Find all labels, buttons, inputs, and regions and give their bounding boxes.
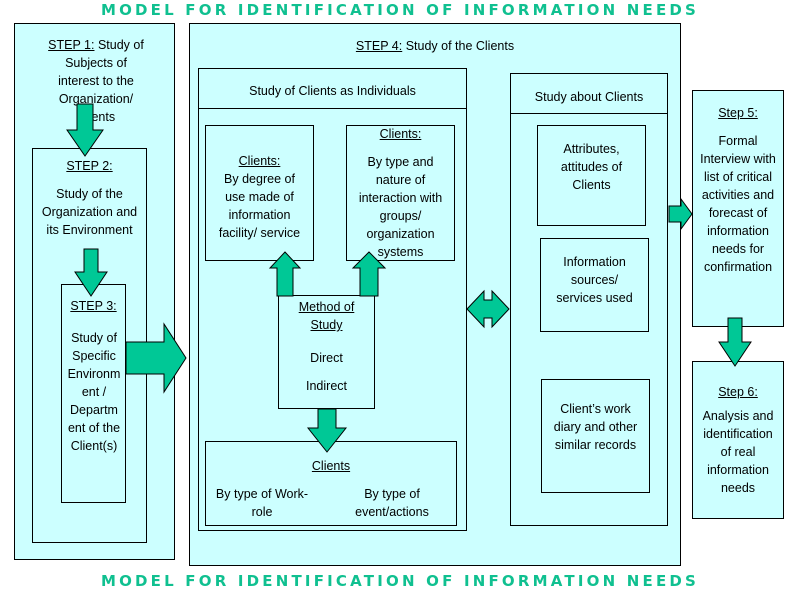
individuals-header: Study of Clients as Individuals xyxy=(199,69,466,109)
method-indirect: Indirect xyxy=(306,379,347,393)
clients-interaction-box: Clients: By type and nature of interacti… xyxy=(346,125,455,261)
clients-interaction-title: Clients: xyxy=(379,127,422,141)
step3-description: Study of Specific Environm ent / Departm… xyxy=(67,331,121,453)
attributes-text: Attributes, attitudes of Clients xyxy=(560,142,623,192)
about-clients-header: Study about Clients xyxy=(511,74,667,114)
step6-label: Step 6: xyxy=(718,385,758,399)
step1-text: STEP 1: Study of Subjects of interest to… xyxy=(43,36,149,126)
arrow-step4-to-step5 xyxy=(668,197,693,231)
step5-box: Step 5: Formal Interview with list of cr… xyxy=(692,90,784,327)
diagram-title-top: MODEL FOR IDENTIFICATION OF INFORMATION … xyxy=(100,1,700,19)
step5-description: Formal Interview with list of critical a… xyxy=(700,134,776,274)
arrow-method-to-clients-degree xyxy=(268,251,302,297)
step2-label: STEP 2: xyxy=(66,159,113,173)
method-title: Method of Study xyxy=(298,300,355,332)
method-of-study-box: Method of Study Direct Indirect xyxy=(278,295,375,409)
step6-description: Analysis and identification of real info… xyxy=(702,409,774,495)
clients-degree-title: Clients: xyxy=(238,154,281,168)
work-diary-box: Client’s work diary and other similar re… xyxy=(541,379,650,493)
arrow-method-to-clients-types xyxy=(306,408,348,453)
clients-event-actions: By type of event/actions xyxy=(355,487,429,519)
clients-work-role: By type of Work-role xyxy=(215,487,309,519)
clients-degree-text: By degree of use made of information fac… xyxy=(218,172,301,240)
clients-types-title: Clients xyxy=(311,459,351,473)
method-direct: Direct xyxy=(310,351,343,365)
information-sources-box: Information sources/ services used xyxy=(540,238,649,332)
attributes-box: Attributes, attitudes of Clients xyxy=(537,125,646,226)
step3-label: STEP 3: xyxy=(70,299,117,313)
work-diary-text: Client’s work diary and other similar re… xyxy=(553,402,638,452)
step6-box: Step 6: Analysis and identification of r… xyxy=(692,361,784,519)
clients-interaction-text: By type and nature of interaction with g… xyxy=(358,155,443,259)
step2-description: Study of the Organization and its Enviro… xyxy=(41,187,138,237)
step4-description: Study of the Clients xyxy=(402,39,515,53)
arrow-method-to-clients-interaction xyxy=(351,251,387,297)
step1-description: Study of Subjects of interest to the Org… xyxy=(58,38,144,124)
diagram-title-bottom: MODEL FOR IDENTIFICATION OF INFORMATION … xyxy=(100,572,700,590)
arrow-step5-to-step6 xyxy=(718,317,752,367)
clients-degree-box: Clients: By degree of use made of inform… xyxy=(205,125,314,261)
step4-text: STEP 4: Study of the Clients xyxy=(190,37,680,55)
step5-label: Step 5: xyxy=(718,106,758,120)
arrow-step1-to-step2 xyxy=(66,103,104,157)
arrow-step2-to-step3 xyxy=(74,248,108,297)
information-sources-text: Information sources/ services used xyxy=(556,255,633,305)
clients-types-box: Clients By type of Work-role By type of … xyxy=(205,441,457,526)
step1-label: STEP 1: xyxy=(48,38,95,52)
double-arrow-individuals-about xyxy=(466,289,510,329)
arrow-step3-to-step4 xyxy=(125,322,187,394)
step4-label: STEP 4: xyxy=(355,39,403,53)
step3-box: STEP 3: Study of Specific Environm ent /… xyxy=(61,284,126,503)
